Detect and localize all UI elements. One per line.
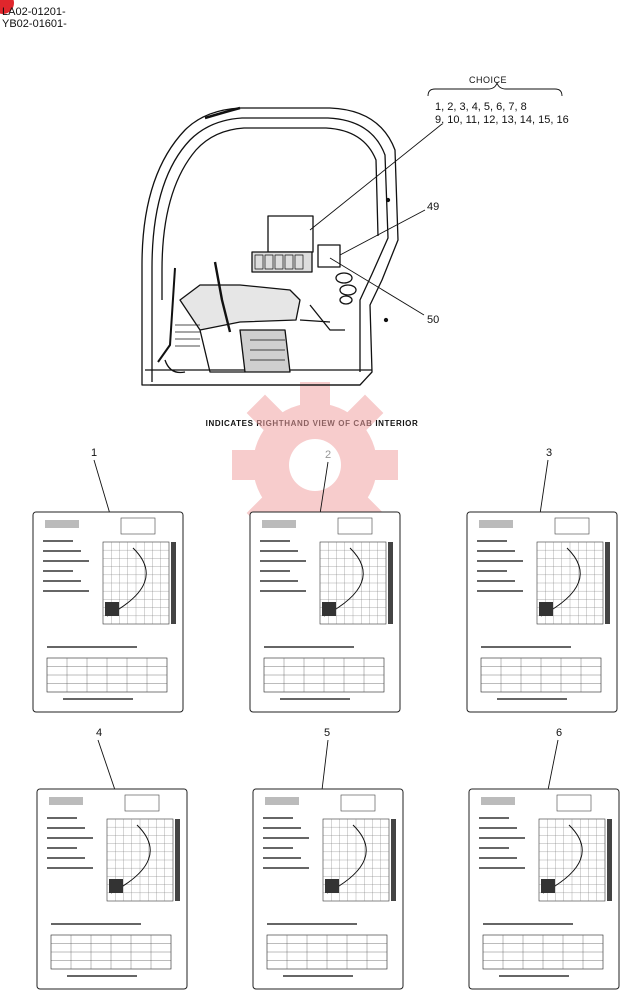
plate-number-4: 4: [96, 727, 103, 739]
callout-49: 49: [427, 201, 440, 213]
decal-plate-6: [468, 788, 620, 990]
leader-lines: [309, 123, 443, 316]
decal-plates: [32, 511, 620, 990]
choice-line-2: 9, 10, 11, 12, 13, 14, 15, 16: [435, 114, 569, 126]
callout-50: 50: [427, 314, 440, 326]
decal-plate-2: [249, 511, 401, 713]
choice-brace: [427, 81, 563, 97]
cab-interior: [141, 106, 399, 386]
serial-line-2: YB02-01601-: [2, 18, 67, 30]
corner-marker: [0, 0, 14, 14]
serial-line-1: LA02-01201-: [2, 6, 66, 18]
plate-number-6: 6: [556, 727, 563, 739]
decal-plate-5: [252, 788, 404, 990]
plate-number-5: 5: [324, 727, 331, 739]
plate-leaders: [93, 459, 559, 791]
plate-number-3: 3: [546, 447, 553, 459]
choice-line-1: 1, 2, 3, 4, 5, 6, 7, 8: [435, 101, 527, 113]
decal-plate-4: [36, 788, 188, 990]
watermark-logo: [232, 382, 398, 548]
serial-range: LA02-01201- YB02-01601-: [2, 6, 67, 30]
choice-title: CHOICE: [469, 75, 508, 85]
decal-plate-1: [32, 511, 184, 713]
decal-plate-3: [466, 511, 618, 713]
plate-number-1: 1: [91, 447, 98, 459]
